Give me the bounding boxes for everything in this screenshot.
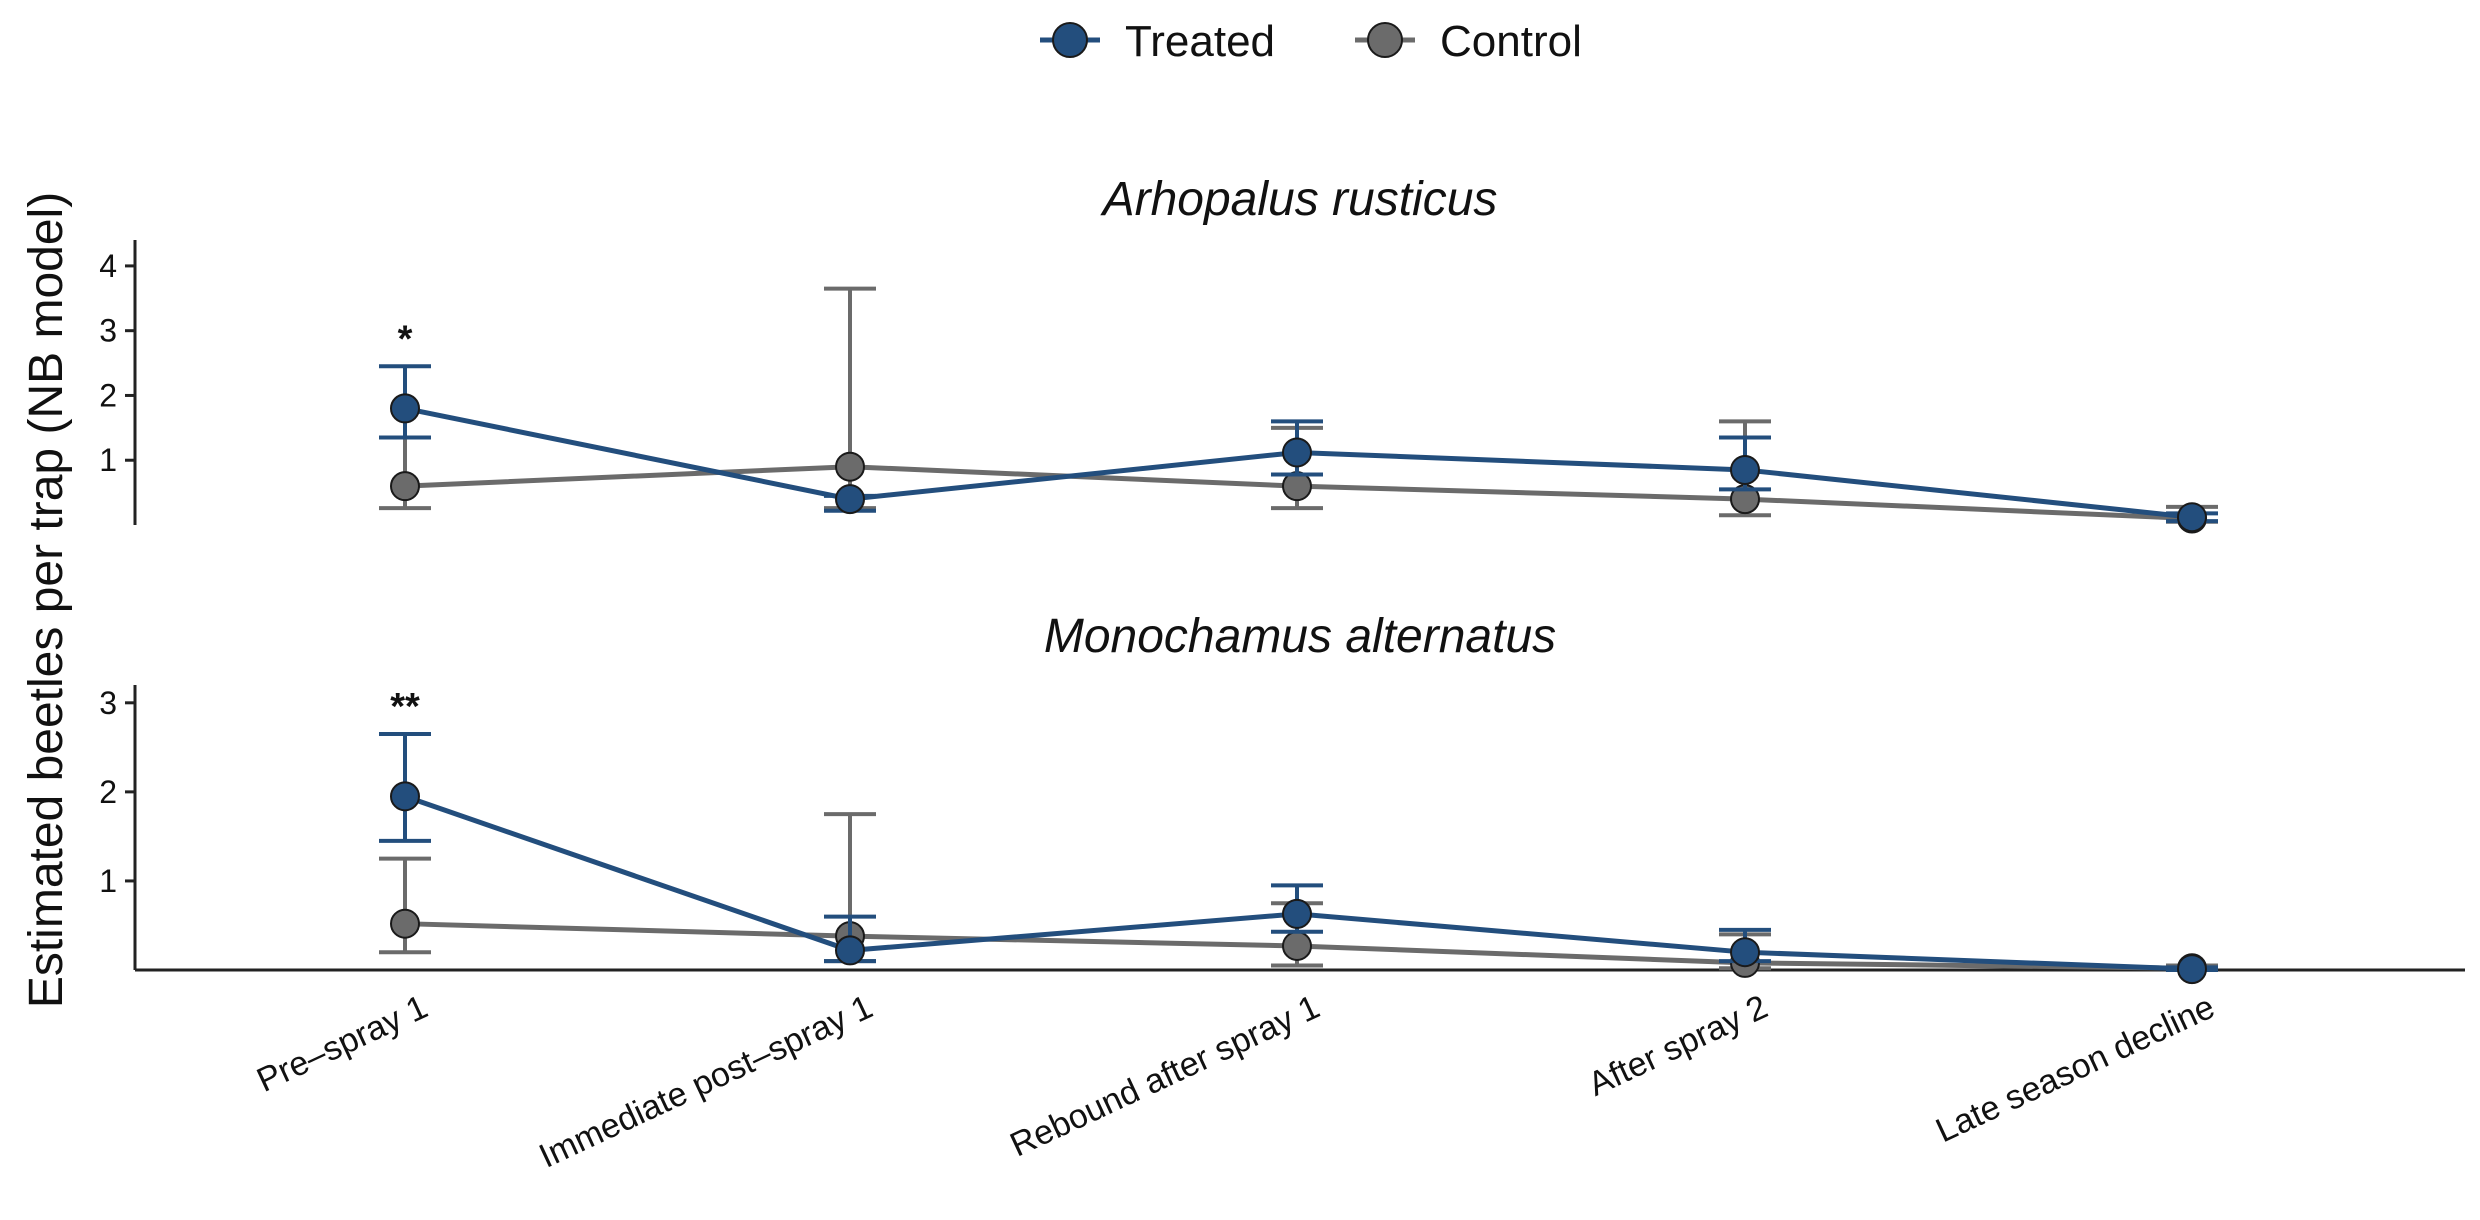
data-point bbox=[835, 935, 865, 966]
y-tick-label: 1 bbox=[99, 442, 117, 478]
panel-title: Arhopalus rusticus bbox=[1100, 173, 1498, 226]
significance-label: ** bbox=[390, 686, 420, 728]
legend-label-treated: Treated bbox=[1125, 17, 1275, 66]
data-point bbox=[1282, 898, 1312, 929]
category-labels: Pre–spray 1 Immediate post–spray 1 Rebound… bbox=[251, 988, 2220, 1176]
legend: Treated Control bbox=[1040, 17, 1582, 66]
y-axis-title: Estimated beetles per trap (NB model) bbox=[20, 192, 73, 1008]
series-control bbox=[379, 286, 2218, 534]
panel-title: Monochamus alternatus bbox=[1044, 610, 1556, 663]
data-point bbox=[1730, 937, 1760, 968]
legend-item-treated: Treated bbox=[1040, 17, 1275, 66]
panel-monochamus-alternatus: Monochamus alternatus 1 2 3 ** bbox=[99, 610, 2465, 985]
data-point bbox=[1282, 930, 1312, 961]
panels: Arhopalus rusticus 1 2 3 4 * Monochamus altern… bbox=[99, 173, 2465, 985]
legend-item-control: Control bbox=[1355, 17, 1582, 66]
data-point bbox=[390, 393, 420, 424]
x-category-label: After spray 2 bbox=[1583, 988, 1774, 1104]
data-point bbox=[835, 484, 865, 515]
significance-label: * bbox=[398, 318, 413, 360]
y-tick-label: 2 bbox=[99, 377, 117, 413]
legend-label-control: Control bbox=[1440, 17, 1582, 66]
data-point bbox=[390, 471, 420, 502]
x-category-label: Pre–spray 1 bbox=[251, 988, 433, 1100]
data-point bbox=[1282, 437, 1312, 468]
y-tick-label: 2 bbox=[99, 774, 117, 810]
y-tick-label: 3 bbox=[99, 685, 117, 721]
series-treated bbox=[379, 731, 2218, 985]
x-category-label: Late season decline bbox=[1930, 988, 2220, 1150]
y-tick-label: 4 bbox=[99, 248, 117, 284]
series-treated bbox=[379, 364, 2218, 533]
x-category-label: Immediate post–spray 1 bbox=[533, 988, 878, 1176]
data-point bbox=[2177, 954, 2207, 985]
data-point bbox=[1730, 454, 1760, 485]
y-tick-label: 1 bbox=[99, 863, 117, 899]
legend-marker-treated bbox=[1052, 22, 1088, 58]
data-point bbox=[2177, 502, 2207, 533]
data-point bbox=[390, 781, 420, 812]
y-tick-label: 3 bbox=[99, 313, 117, 349]
x-category-label: Rebound after spray 1 bbox=[1004, 988, 1325, 1165]
legend-marker-control bbox=[1367, 22, 1403, 58]
data-point bbox=[390, 908, 420, 939]
panel-arhopalus-rusticus: Arhopalus rusticus 1 2 3 4 * bbox=[99, 173, 2218, 534]
data-point bbox=[835, 451, 865, 482]
